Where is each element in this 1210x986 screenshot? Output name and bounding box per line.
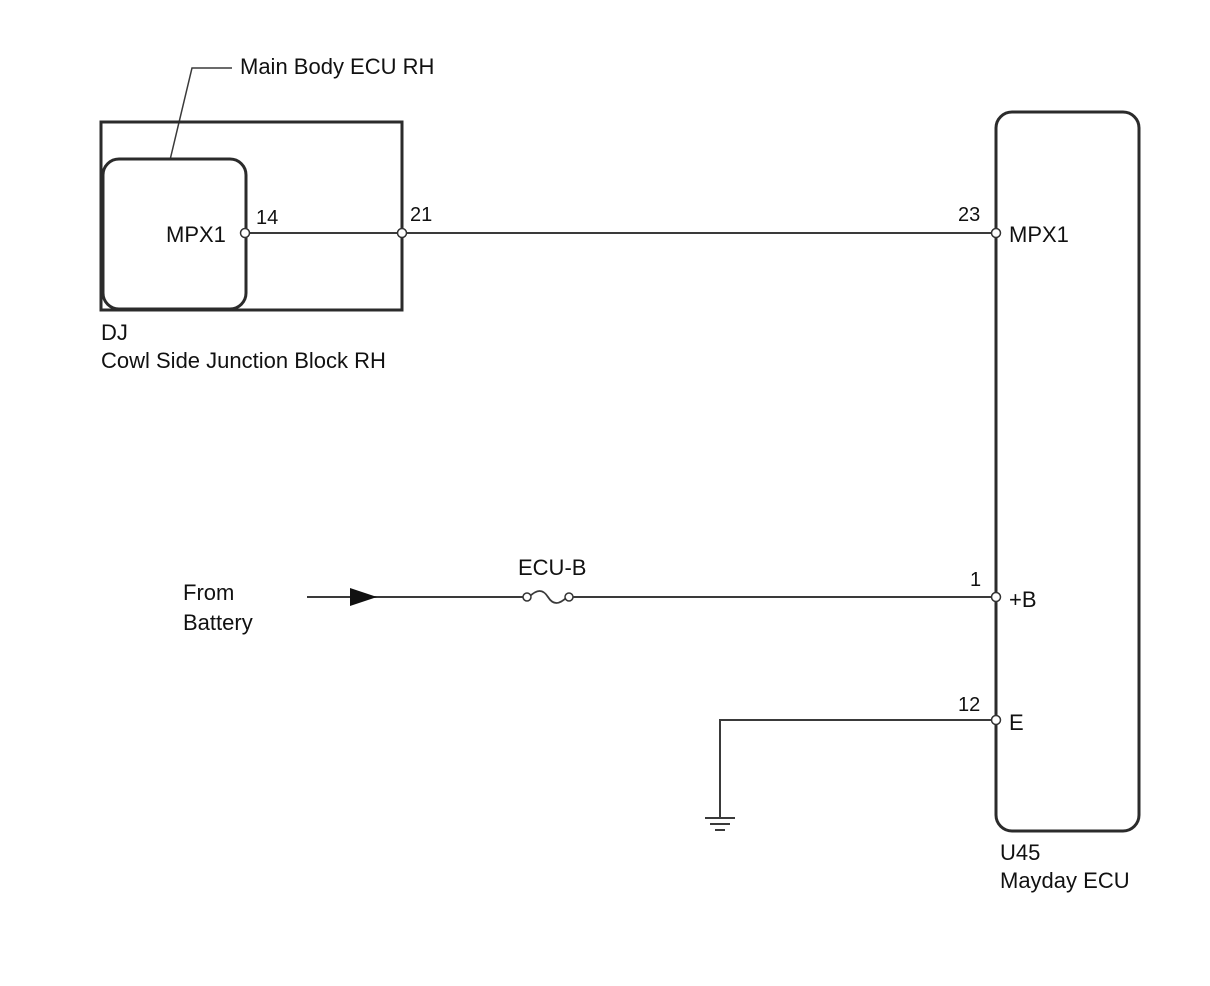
ground-wire bbox=[719, 719, 995, 818]
mayday-ecu-box bbox=[994, 110, 1141, 833]
fuse-icon bbox=[528, 590, 568, 604]
main-body-ecu-pin-number: 14 bbox=[256, 207, 278, 229]
main-body-ecu-signal-label: MPX1 bbox=[166, 222, 226, 247]
junction-block-name: Cowl Side Junction Block RH bbox=[101, 348, 386, 373]
battery-source-label-line2: Battery bbox=[183, 610, 253, 635]
mayday-ecu-code: U45 bbox=[1000, 840, 1040, 865]
junction-block-box bbox=[99, 120, 404, 312]
mayday-ecu-signal-plus-b: +B bbox=[1009, 587, 1037, 612]
battery-source-label-line1: From bbox=[183, 580, 234, 605]
junction-block-code: DJ bbox=[101, 320, 128, 345]
fuse-terminal-left bbox=[522, 592, 532, 602]
mayday-ecu-name: Mayday ECU bbox=[1000, 868, 1130, 893]
mayday-ecu-pin-1: 1 bbox=[970, 569, 981, 591]
fuse-label: ECU-B bbox=[518, 555, 586, 580]
mayday-ecu-signal-mpx1: MPX1 bbox=[1009, 222, 1069, 247]
terminal-mayday-ecu-12 bbox=[990, 714, 1002, 726]
battery-arrow-icon bbox=[350, 588, 377, 606]
terminal-mayday-ecu-1 bbox=[990, 591, 1002, 603]
junction-block-pin-number: 21 bbox=[410, 204, 432, 226]
mayday-ecu-pin-23: 23 bbox=[958, 204, 980, 226]
terminal-mayday-ecu-23 bbox=[990, 227, 1002, 239]
mayday-ecu-pin-12: 12 bbox=[958, 694, 980, 716]
fuse-terminal-right bbox=[564, 592, 574, 602]
mayday-ecu-signal-e: E bbox=[1009, 710, 1024, 735]
main-body-ecu-leader-line bbox=[169, 67, 232, 161]
main-body-ecu-label: Main Body ECU RH bbox=[240, 54, 434, 79]
terminal-main-body-ecu-14 bbox=[239, 227, 251, 239]
terminal-junction-block-21 bbox=[396, 227, 408, 239]
